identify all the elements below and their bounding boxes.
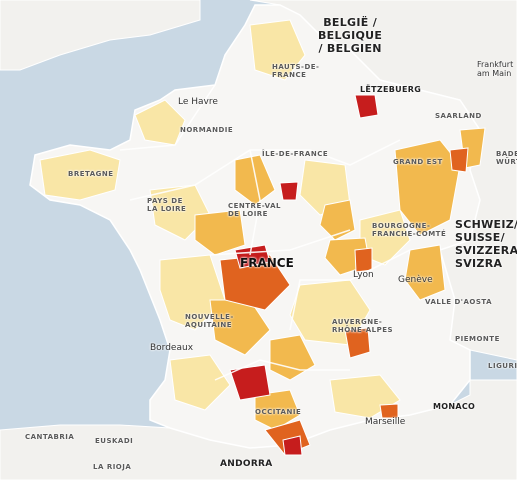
label-bretagne: BRETAGNE [68, 170, 114, 178]
label-geneve: Genève [398, 275, 433, 285]
label-piemonte: PIEMONTE [455, 335, 500, 343]
label-switzerland: SCHWEIZ/ SUISSE/ SVIZZERA/ SVIZRA [455, 218, 517, 270]
dijon-area [319, 199, 356, 241]
label-bordeaux: Bordeaux [150, 343, 194, 353]
hauts-de-france-area [249, 19, 306, 81]
england-landmass [0, 0, 201, 71]
label-la-rioja: LA RIOJA [93, 463, 132, 471]
label-saarland: SAARLAND [435, 112, 482, 120]
touraine-area [194, 209, 246, 256]
label-marseille: Marseille [365, 417, 406, 427]
jura-area [354, 247, 373, 273]
normandie-area [134, 99, 186, 146]
allier-area [234, 244, 271, 269]
label-pays-de-la-loire: PAYS DE LA LOIRE [147, 197, 187, 213]
label-bw: BADEN- WÜRTTEMBERG [496, 150, 517, 166]
centre-area [234, 154, 276, 206]
label-hauts-de-france: HAUTS-DE- FRANCE [272, 63, 320, 79]
label-andorra: ANDORRA [220, 459, 273, 469]
label-monaco: MONACO [433, 402, 476, 411]
region-borders [119, 84, 411, 381]
tarn-area [229, 364, 271, 401]
perpignan-area [282, 435, 303, 456]
label-le-havre: Le Havre [178, 97, 218, 107]
vosges-area [394, 139, 461, 236]
pyrenees-east-area [254, 389, 301, 431]
label-occitanie: OCCITANIE [255, 408, 302, 416]
label-euskadi: EUSKADI [95, 437, 134, 445]
label-centre-val-de-loire: CENTRE-VAL DE LOIRE [228, 202, 281, 218]
label-bourgogne: BOURGOGNE- FRANCHE-COMTÉ [372, 222, 447, 238]
choropleth [39, 19, 486, 456]
label-luxembourg: LËTZEBUERG [360, 85, 422, 94]
label-cantabria: CANTABRIA [25, 433, 75, 441]
label-valle-aosta: VALLE D'AOSTA [425, 298, 493, 306]
label-frankfurt: Frankfurt am Main [477, 60, 514, 78]
lot-area [269, 334, 316, 381]
label-auvergne: AUVERGNE- RHÔNE-ALPES [332, 318, 394, 334]
label-france: FRANCE [240, 256, 294, 270]
aquitaine-south-area [169, 354, 231, 411]
var-area [379, 403, 399, 419]
label-belgium: BELGIË / BELGIQUE / BELGIEN [318, 16, 383, 55]
label-normandie: NORMANDIE [180, 126, 234, 134]
label-lyon: Lyon [353, 270, 374, 280]
savoie-area [404, 244, 446, 301]
luxembourg-border-area [354, 94, 379, 119]
drome-area [344, 327, 371, 359]
label-liguria: LIGURIA [488, 362, 517, 370]
label-grand-est: GRAND EST [393, 158, 443, 166]
label-ile-de-france: ÎLE-DE-FRANCE [262, 150, 329, 158]
bretagne-area [39, 149, 121, 201]
label-nouvelle-aquitaine: NOUVELLE- AQUITAINE [185, 313, 234, 329]
paris-south-area [279, 181, 299, 201]
strasbourg-area [449, 147, 469, 173]
